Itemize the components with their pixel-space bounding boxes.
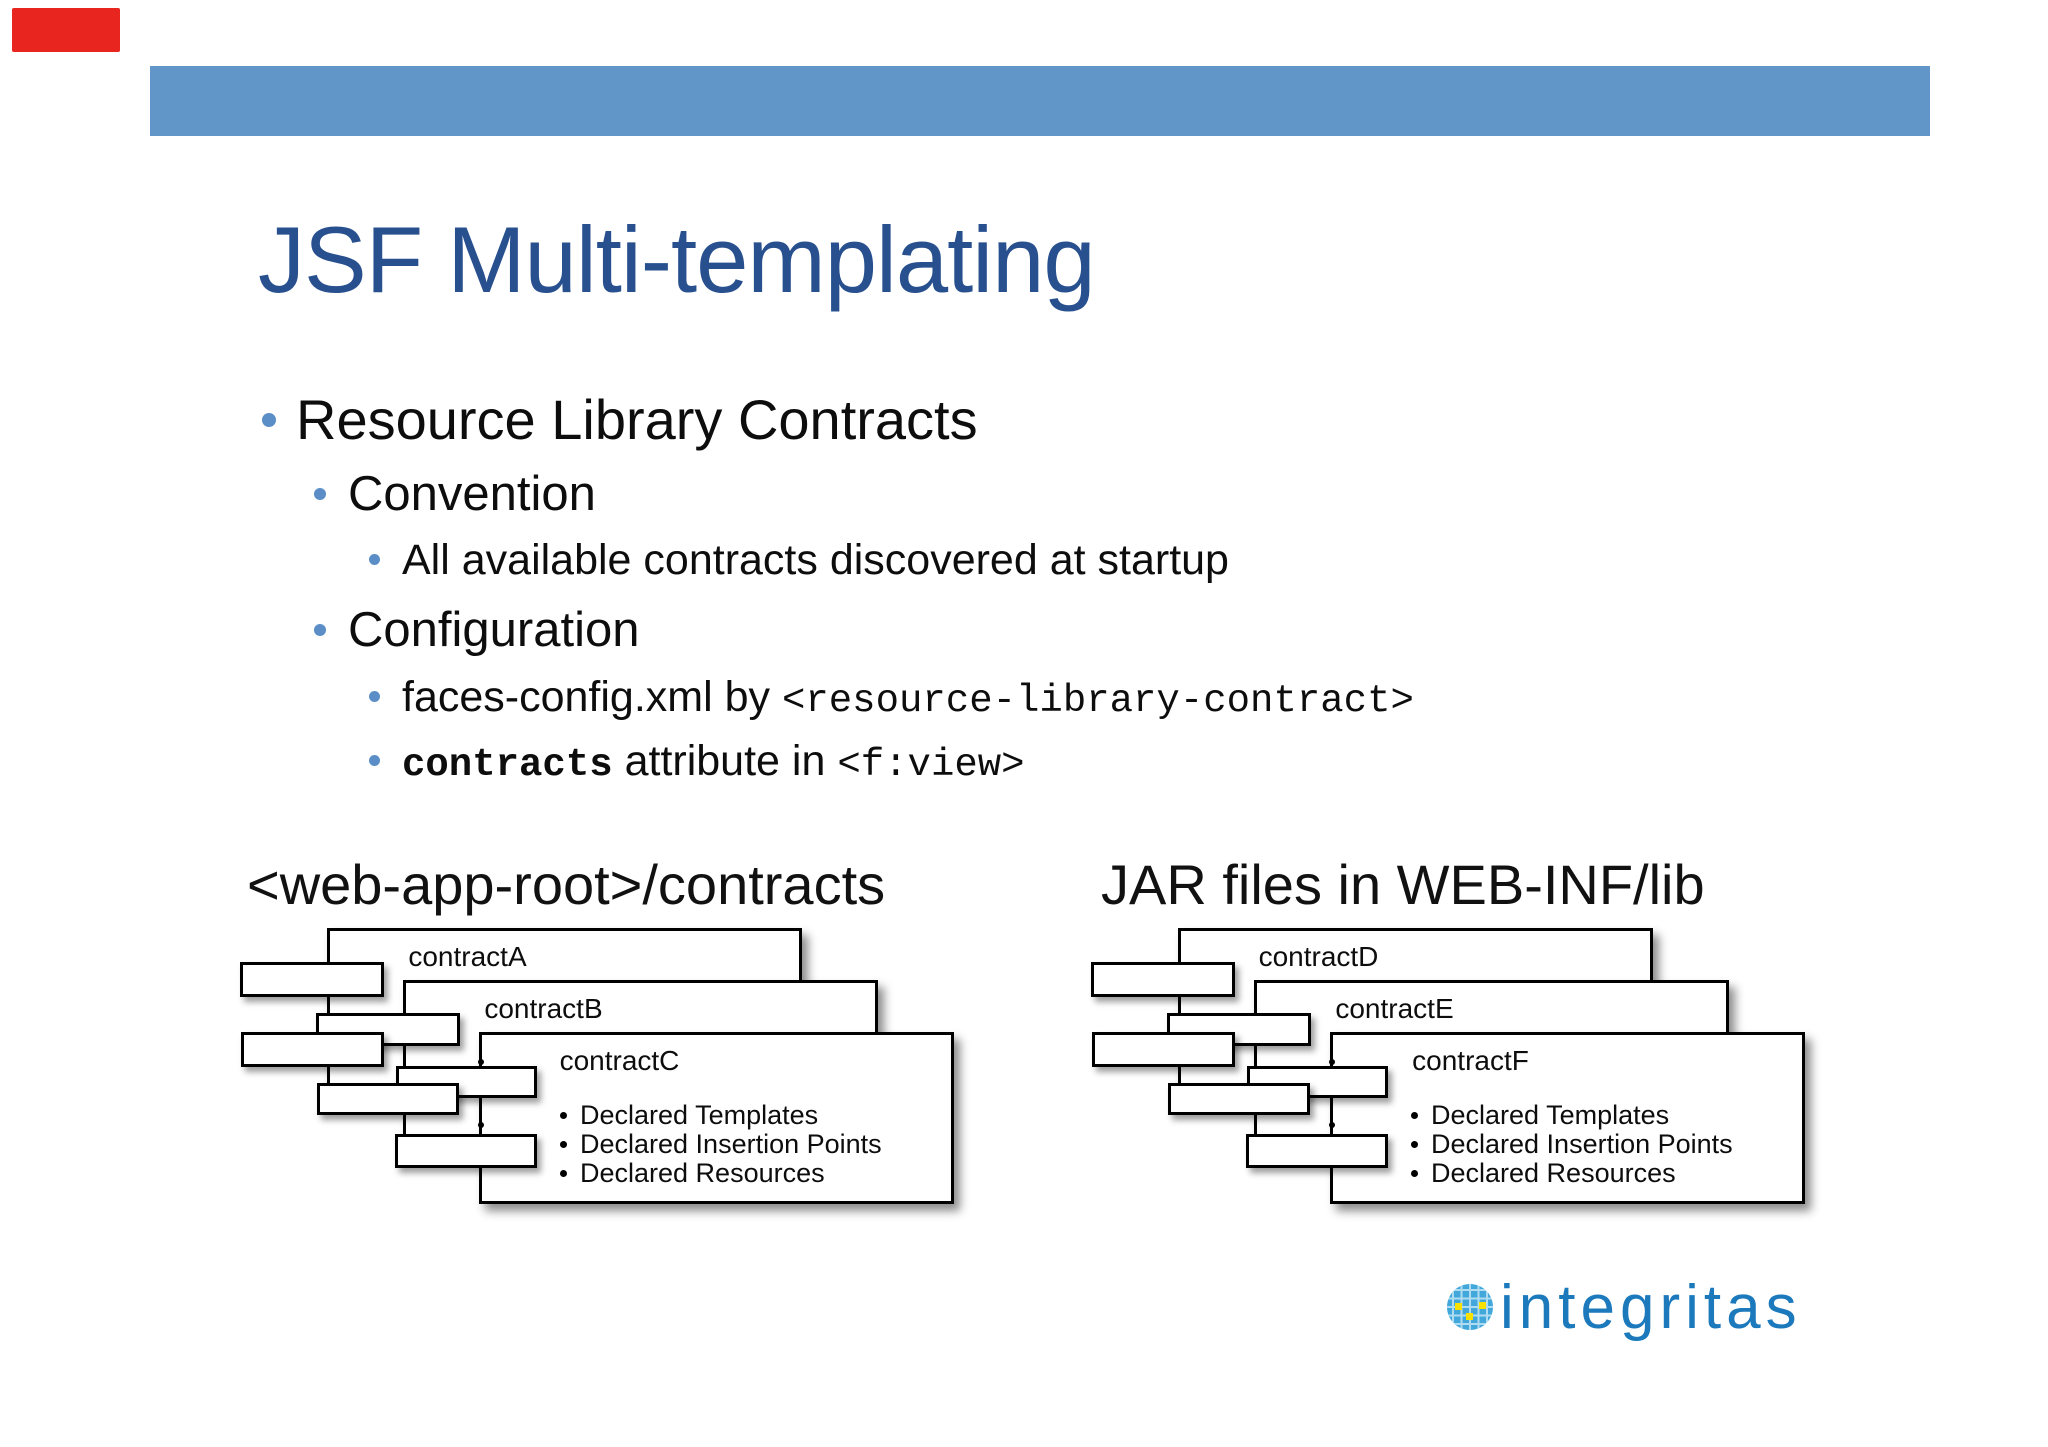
bullet-dot-l3 (369, 755, 380, 766)
stacked-tab (396, 1066, 537, 1098)
jar-files-diagram: contractD contractE contractF Declared T… (1091, 925, 1861, 1235)
contract-items: Declared Templates Declared Insertion Po… (560, 1101, 882, 1188)
top-accent-bar (150, 66, 1930, 136)
contract-box-label: contractD (1258, 941, 1379, 972)
item-dot (1411, 1170, 1418, 1177)
outline-item-1: Resource Library Contracts (296, 388, 978, 451)
contract-box-front: contractC Declared Templates Declared In… (478, 1032, 954, 1204)
contract-box-label: contractC (559, 1045, 680, 1076)
item-dot (560, 1112, 567, 1119)
item-label: Declared Templates (580, 1100, 819, 1130)
contracts-code: contracts (402, 743, 613, 787)
contract-box-label: contractB (484, 993, 603, 1024)
edge-dot (1329, 1059, 1335, 1065)
integritas-globe-icon (1447, 1284, 1493, 1330)
outline-item-faces-config: faces-config.xml by <resource-library-co… (402, 674, 1414, 725)
item-label: Declared Insertion Points (580, 1129, 882, 1159)
bullet-dot-l1 (262, 413, 276, 427)
stacked-tab (241, 1032, 384, 1067)
page-title: JSF Multi-templating (258, 207, 1096, 312)
left-diagram-heading: <web-app-root>/contracts (247, 853, 886, 916)
list-item: Declared Insertion Points (1411, 1130, 1733, 1159)
web-app-root-contracts-diagram: contractA contractB contractC Declared T… (240, 925, 1010, 1235)
list-item: Declared Templates (1411, 1101, 1733, 1130)
item-dot (560, 1141, 567, 1148)
bullet-dot-l3 (369, 691, 380, 702)
list-item: Declared Resources (1411, 1159, 1733, 1188)
item-label: Declared Resources (580, 1158, 825, 1188)
right-diagram-heading: JAR files in WEB-INF/lib (1101, 853, 1705, 916)
item-label: Declared Templates (1431, 1100, 1670, 1130)
red-marker (12, 8, 120, 52)
contract-items: Declared Templates Declared Insertion Po… (1411, 1101, 1733, 1188)
contract-box-label: contractF (1412, 1045, 1529, 1076)
item-dot (1411, 1112, 1418, 1119)
edge-dot (1329, 1122, 1335, 1128)
outline-item-contracts-attr: contracts attribute in <f:view> (402, 738, 1025, 789)
stacked-tab (240, 962, 384, 997)
bullet-dot-l2 (314, 488, 326, 500)
item-label: Declared Insertion Points (1431, 1129, 1733, 1159)
stacked-tab (1091, 962, 1235, 997)
f-view-code: <f:view> (837, 743, 1025, 787)
item-dot (1411, 1141, 1418, 1148)
stacked-tab (1168, 1083, 1310, 1115)
contract-box-front: contractF Declared Templates Declared In… (1329, 1032, 1805, 1204)
attribute-in-text: attribute in (612, 737, 838, 785)
list-item: Declared Templates (560, 1101, 882, 1130)
list-item: Declared Insertion Points (560, 1130, 882, 1159)
resource-library-contract-code: <resource-library-contract> (781, 679, 1414, 723)
item-label: Declared Resources (1431, 1158, 1676, 1188)
stacked-tab (395, 1134, 537, 1168)
stacked-tab (1246, 1134, 1388, 1168)
outline-item-convention-detail: All available contracts discovered at st… (402, 536, 1229, 584)
item-dot (560, 1170, 567, 1177)
faces-config-text: faces-config.xml by (402, 673, 782, 721)
bullet-dot-l3 (369, 554, 380, 565)
integritas-logo-text: integritas (1500, 1273, 1802, 1342)
edge-dot (478, 1122, 484, 1128)
stacked-tab (317, 1083, 459, 1115)
contract-box-label: contractE (1335, 993, 1454, 1024)
stacked-tab (1092, 1032, 1235, 1067)
edge-dot (478, 1059, 484, 1065)
outline-item-configuration: Configuration (348, 603, 640, 657)
contract-box-label: contractA (408, 941, 527, 972)
outline-item-convention: Convention (348, 467, 596, 521)
bullet-dot-l2 (314, 624, 326, 636)
list-item: Declared Resources (560, 1159, 882, 1188)
